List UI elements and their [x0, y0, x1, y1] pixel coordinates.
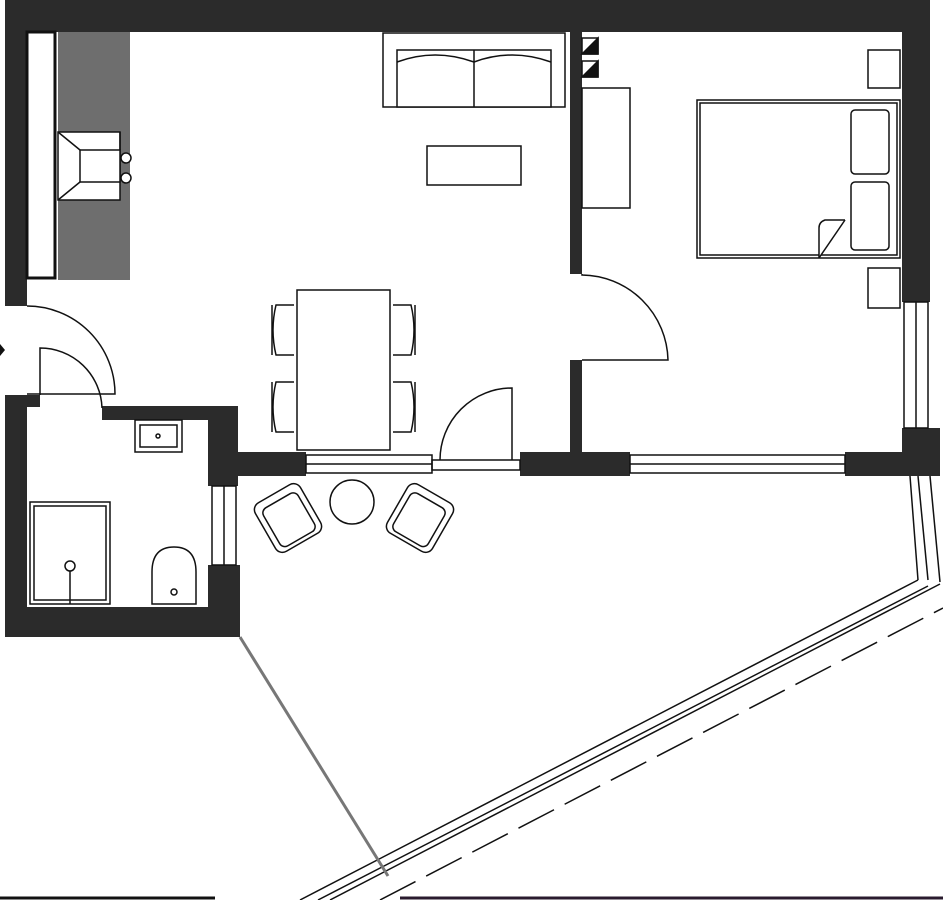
wall-bath-left-top: [5, 395, 40, 407]
doors: [26, 274, 669, 461]
balcony-door-frame: [431, 459, 521, 471]
bed-icon: [696, 99, 901, 259]
wall-top: [5, 0, 930, 32]
stove-icon: [57, 131, 132, 201]
chair-icons: [271, 304, 416, 433]
wall-right-lower: [902, 428, 940, 476]
balcony-furniture: [253, 479, 455, 554]
toilet-icon: [151, 546, 197, 605]
wall-bath-left: [5, 395, 27, 637]
sofa-icon: [382, 32, 566, 108]
wall-bath-bottom: [5, 607, 240, 637]
balcony: [0, 475, 943, 900]
wall-partition-upper: [570, 32, 582, 274]
dining-table: [296, 289, 391, 451]
kitchen: [25, 30, 132, 280]
wall-left-upper: [5, 0, 27, 306]
wall-partition-lower: [570, 360, 582, 475]
door-balcony: [439, 387, 513, 461]
armchair-left: [253, 482, 323, 554]
fridge: [25, 30, 57, 280]
windows: [211, 301, 929, 566]
walls: [5, 0, 940, 637]
wall-bath-top: [102, 406, 238, 420]
door-bathroom: [39, 347, 103, 409]
bathroom-fixtures: [29, 419, 197, 605]
coffee-table: [426, 145, 522, 186]
armchair-right: [385, 482, 455, 554]
living-furniture: [271, 32, 566, 451]
door-bedroom: [581, 274, 669, 361]
wall-right-upper: [902, 0, 930, 302]
sink-icon: [134, 419, 183, 453]
wardrobe: [581, 87, 631, 209]
shower-icon: [29, 501, 111, 605]
nightstand-top: [867, 49, 901, 89]
bedroom-furniture: [580, 36, 901, 309]
vent-icons: [580, 36, 599, 78]
entrance-arrow-icon: [0, 344, 5, 356]
wall-bath-corner: [208, 452, 306, 476]
wall-bottom-mid: [520, 452, 630, 476]
nightstand-bottom: [867, 267, 901, 309]
balcony-table: [329, 479, 375, 525]
door-entrance: [26, 305, 116, 395]
balcony-boundary: [238, 636, 390, 877]
wall-bath-right-lower: [208, 565, 240, 637]
